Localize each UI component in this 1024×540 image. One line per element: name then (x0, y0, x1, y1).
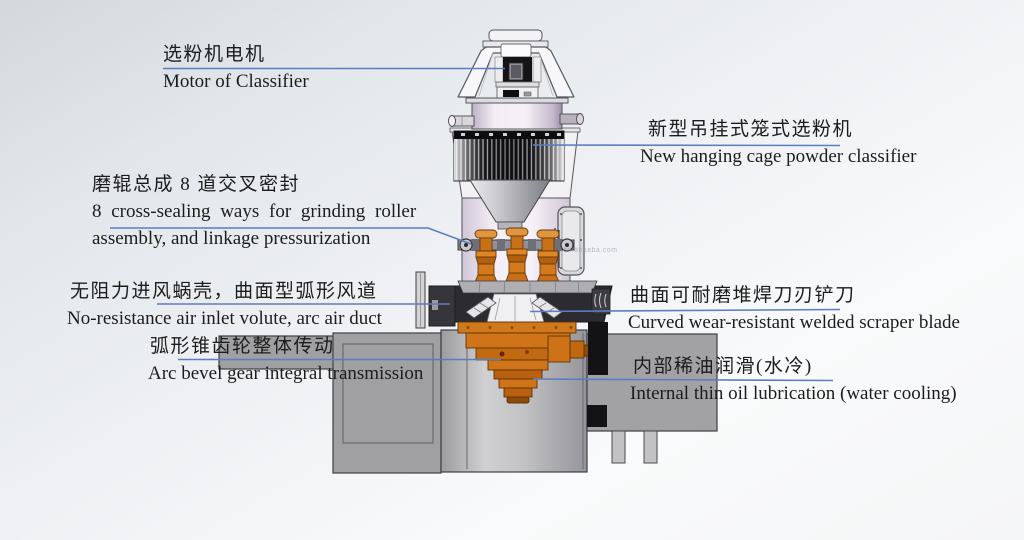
discharge-cone (469, 179, 551, 230)
label-roller-cross-sealing: 磨辊总成 8 道交叉密封 8 cross-sealing ways for gr… (92, 171, 416, 252)
coupling-guards (587, 322, 608, 427)
label-en-line1: 8 cross-sealing ways for grinding roller (92, 201, 417, 222)
leader-line-roller-seal (110, 227, 472, 245)
leader-lines (110, 67, 841, 382)
label-scraper-blade: 曲面可耐磨堆焊刀刃铲刀 Curved wear-resistant welded… (628, 282, 960, 336)
label-en-line2: assembly, and linkage pressurization (92, 228, 371, 249)
classifier-motor-assembly (457, 29, 575, 101)
label-zh: 无阻力进风蜗壳，曲面型弧形风道 (70, 281, 378, 302)
label-zh: 曲面可耐磨堆焊刀刃铲刀 (630, 285, 856, 306)
base-foot-slot (643, 430, 658, 464)
gear-input-shaft (547, 335, 571, 363)
base-left-block (332, 332, 442, 474)
base-left-panel-outline (342, 343, 434, 444)
motor-top-cylinder (500, 43, 532, 58)
leader-line-classifier (532, 144, 841, 147)
label-zh: 磨辊总成 8 道交叉密封 (92, 174, 301, 195)
label-cage-powder-classifier: 新型吊挂式笼式选粉机 New hanging cage powder class… (640, 116, 916, 170)
grinding-table-ring (441, 280, 613, 323)
label-zh: 新型吊挂式笼式选粉机 (648, 119, 854, 140)
label-internal-lubrication: 内部稀油润滑(水冷) Internal thin oil lubrication… (630, 353, 957, 407)
upper-neck (448, 97, 584, 130)
label-en: New hanging cage powder classifier (640, 146, 917, 167)
oil-port-dot (499, 351, 505, 357)
top-cap (488, 29, 543, 42)
label-bevel-gear-transmission: 弧形锥齿轮整体传动 Arc bevel gear integral transm… (148, 333, 423, 387)
base-left-arm (218, 335, 336, 370)
leader-line-lubrication (532, 378, 834, 382)
label-zh: 弧形锥齿轮整体传动 (150, 336, 335, 357)
cage-top-segments (461, 133, 561, 136)
scraper-blade-left (465, 296, 497, 319)
leader-line-scraper (529, 308, 841, 313)
watermark-text: en.alibaba.com (563, 247, 618, 254)
label-en: Curved wear-resistant welded scraper bla… (628, 312, 960, 333)
base-right-block (586, 333, 718, 432)
label-motor-of-classifier: 选粉机电机 Motor of Classifier (163, 41, 309, 95)
cage-classifier (453, 130, 565, 182)
label-en: No-resistance air inlet volute, arc air … (67, 308, 382, 329)
label-en: Internal thin oil lubrication (water coo… (630, 383, 957, 404)
air-inlet-volute (415, 271, 456, 329)
scraper-blade-right (531, 296, 563, 319)
link-clamps (472, 239, 561, 251)
label-zh: 内部稀油润滑(水冷) (633, 356, 813, 377)
label-en: Arc bevel gear integral transmission (148, 363, 424, 384)
label-zh: 选粉机电机 (163, 44, 266, 65)
label-air-inlet-volute: 无阻力进风蜗壳，曲面型弧形风道 No-resistance air inlet … (67, 278, 382, 332)
bevel-gear-housing (457, 321, 590, 404)
base-foot-slot (611, 430, 626, 464)
label-en: Motor of Classifier (163, 71, 309, 92)
